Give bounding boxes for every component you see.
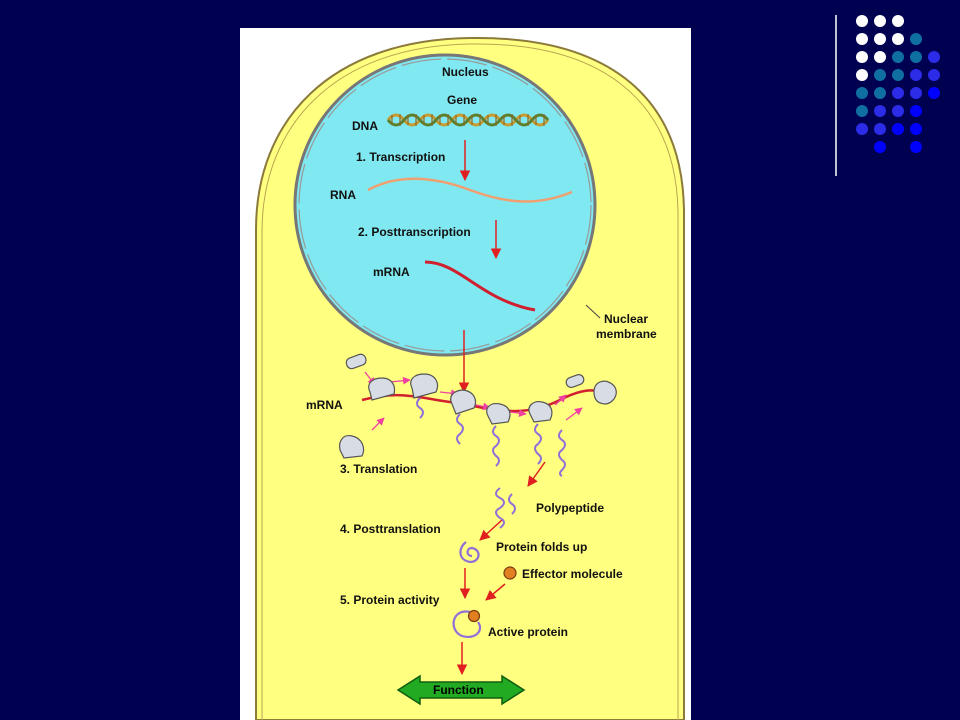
label-transcription: 1. Transcription: [356, 150, 445, 164]
label-mrna-cytoplasm: mRNA: [306, 398, 343, 412]
rna-strand: [367, 177, 573, 203]
label-posttranslation: 4. Posttranslation: [340, 522, 441, 536]
mrna-strand-nucleus: [424, 260, 536, 312]
label-active-protein: Active protein: [488, 625, 568, 639]
label-function: Function: [433, 683, 484, 697]
label-protein-activity: 5. Protein activity: [340, 593, 440, 607]
label-polypeptide: Polypeptide: [536, 501, 604, 515]
effector-molecule: [503, 566, 517, 580]
membrane-pointer: [585, 304, 601, 319]
label-nucleus: Nucleus: [442, 65, 489, 79]
growing-polypeptides: [416, 397, 566, 477]
decorative-dot-grid: [856, 15, 940, 153]
nuclear-membrane-inner: [298, 58, 592, 352]
label-protein-folds: Protein folds up: [496, 540, 587, 554]
cell-inner-membrane: [261, 43, 679, 720]
label-effector: Effector molecule: [522, 567, 623, 581]
label-mrna-nucleus: mRNA: [373, 265, 410, 279]
mrna-direction-arrows: [364, 371, 583, 431]
label-posttranscription: 2. Posttranscription: [358, 225, 471, 239]
label-nuclear: Nuclear: [604, 312, 648, 326]
nucleus: [293, 53, 597, 357]
label-rna: RNA: [330, 188, 356, 202]
label-dna: DNA: [352, 119, 378, 133]
folded-protein: [459, 541, 480, 564]
label-translation: 3. Translation: [340, 462, 417, 476]
active-protein: [452, 609, 482, 638]
ribosomes: [339, 353, 617, 459]
function-arrow: [396, 674, 526, 706]
label-gene: Gene: [447, 93, 477, 107]
flow-arrows: [456, 140, 546, 676]
dna-helix: [386, 113, 550, 127]
label-membrane: membrane: [596, 327, 657, 341]
polypeptide: [495, 487, 516, 529]
